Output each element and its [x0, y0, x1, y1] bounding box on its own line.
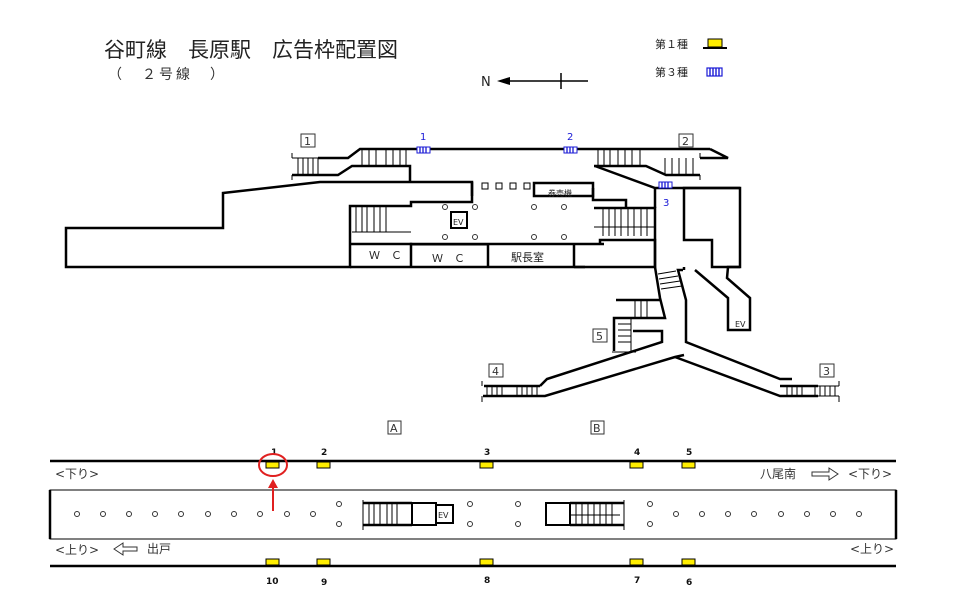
- ad-type3-2-number: 2: [567, 132, 573, 143]
- ad-2-number: 2: [321, 448, 327, 458]
- section-b-text: B: [593, 422, 601, 435]
- ad-type1-10[interactable]: 10: [265, 558, 280, 587]
- ad-type1-6[interactable]: 6: [681, 558, 696, 588]
- north-arrow-icon: N: [481, 73, 588, 90]
- concourse-pillars: [442, 204, 567, 240]
- ad-type1-2[interactable]: 2: [316, 448, 331, 469]
- exit-3-label: 3: [819, 363, 835, 378]
- ad-8-number: 8: [484, 576, 490, 586]
- ad-type3-3[interactable]: 3: [658, 181, 673, 209]
- direction-top-right: <下り>: [848, 467, 892, 481]
- ad-3-number: 3: [484, 448, 490, 458]
- ticket-gates: [481, 182, 531, 190]
- exit-2-label: 2: [678, 133, 694, 148]
- highlight-marker: [258, 453, 288, 511]
- ad-type3-1-number: 1: [420, 132, 426, 143]
- exit-4-number: 4: [492, 365, 499, 378]
- stairs-exit-1: [297, 149, 407, 175]
- direction-bottom-left-destination: 出戸: [147, 542, 171, 556]
- ad-type3-1[interactable]: 1: [416, 132, 431, 154]
- elevator-south: EV: [735, 320, 746, 329]
- highlight-circle: [258, 453, 288, 477]
- ad-type1-icon: [703, 38, 727, 49]
- direction-bottom-right: <上り>: [850, 542, 894, 556]
- page-title: 谷町線 長原駅 広告枠配置図: [104, 38, 398, 62]
- legend: 第１種 第３種: [655, 37, 727, 79]
- ad-type1-4[interactable]: 4: [629, 448, 644, 469]
- platform-elevator: EV: [435, 504, 454, 524]
- ad-type1-1[interactable]: 1: [265, 448, 280, 469]
- ad-type3-2[interactable]: 2: [563, 132, 578, 154]
- ad-type1-9[interactable]: 9: [316, 558, 331, 588]
- wc-label-1: Ｗ Ｃ: [369, 249, 402, 262]
- ad-5-number: 5: [686, 448, 692, 458]
- concourse-floor-plan: 券売機 EV Ｗ Ｃ Ｗ Ｃ 駅長室 EV 1 2 3 4 5: [64, 132, 840, 402]
- stairs-to-platform-b: [594, 207, 655, 236]
- elevator-south-label: EV: [735, 320, 746, 329]
- legend-label-type1: 第１種: [655, 37, 688, 51]
- arrow-right-icon: [811, 467, 839, 481]
- stairs-exit-2: [597, 149, 694, 175]
- direction-top-left: <下り>: [55, 467, 99, 481]
- exit-3-number: 3: [823, 365, 830, 378]
- north-label: N: [481, 75, 491, 90]
- direction-bottom-left: <上り>: [55, 543, 99, 557]
- platform-stairs-a: [362, 500, 437, 530]
- section-a-label: A: [387, 420, 402, 435]
- direction-top-right-destination: 八尾南: [760, 466, 796, 481]
- stairs-corridor: [612, 270, 683, 353]
- ad-type1-7[interactable]: 7: [629, 558, 644, 586]
- legend-label-type3: 第３種: [655, 65, 688, 79]
- exit-2-number: 2: [682, 135, 689, 148]
- exit-5-label: 5: [592, 328, 608, 343]
- platform-plan: A B <下り> 八尾南 <下り> <上り> 出戸 <上り>: [48, 420, 898, 588]
- page-subtitle: （ ２号線 ）: [108, 67, 227, 83]
- platform-elevator-label: EV: [438, 511, 449, 520]
- stairs-exit-3: [786, 381, 840, 402]
- station-master-label: 駅長室: [511, 250, 544, 264]
- ad-type1-8[interactable]: 8: [479, 558, 494, 586]
- wc-label-2: Ｗ Ｃ: [432, 252, 465, 265]
- exit-4-label: 4: [488, 363, 504, 378]
- ad-type3-icon: [706, 67, 723, 77]
- ticket-machine-label: 券売機: [548, 188, 572, 198]
- ad-1-number: 1: [271, 448, 277, 458]
- ad-10-number: 10: [266, 577, 279, 587]
- stairs-to-platform-a: [352, 206, 411, 233]
- elevator-label: EV: [453, 218, 464, 227]
- elevator-concourse: EV: [450, 211, 468, 229]
- ad-9-number: 9: [321, 578, 327, 588]
- stairs-exit-4: [481, 381, 538, 402]
- section-a-text: A: [390, 422, 398, 435]
- ad-7-number: 7: [634, 576, 640, 586]
- island-platform: [49, 489, 897, 540]
- platform-pillars: [74, 501, 862, 527]
- ad-type3-3-number: 3: [663, 198, 669, 209]
- exit-5-number: 5: [596, 330, 603, 343]
- arrow-left-icon: [113, 542, 138, 556]
- section-b-label: B: [590, 420, 605, 435]
- ad-type1-5[interactable]: 5: [681, 448, 696, 469]
- exit-1-label: 1: [300, 133, 316, 148]
- platform-stairs-b: [545, 500, 625, 530]
- ad-type1-3[interactable]: 3: [479, 448, 494, 469]
- ad-6-number: 6: [686, 578, 692, 588]
- exit-1-number: 1: [304, 135, 311, 148]
- ad-4-number: 4: [634, 448, 640, 458]
